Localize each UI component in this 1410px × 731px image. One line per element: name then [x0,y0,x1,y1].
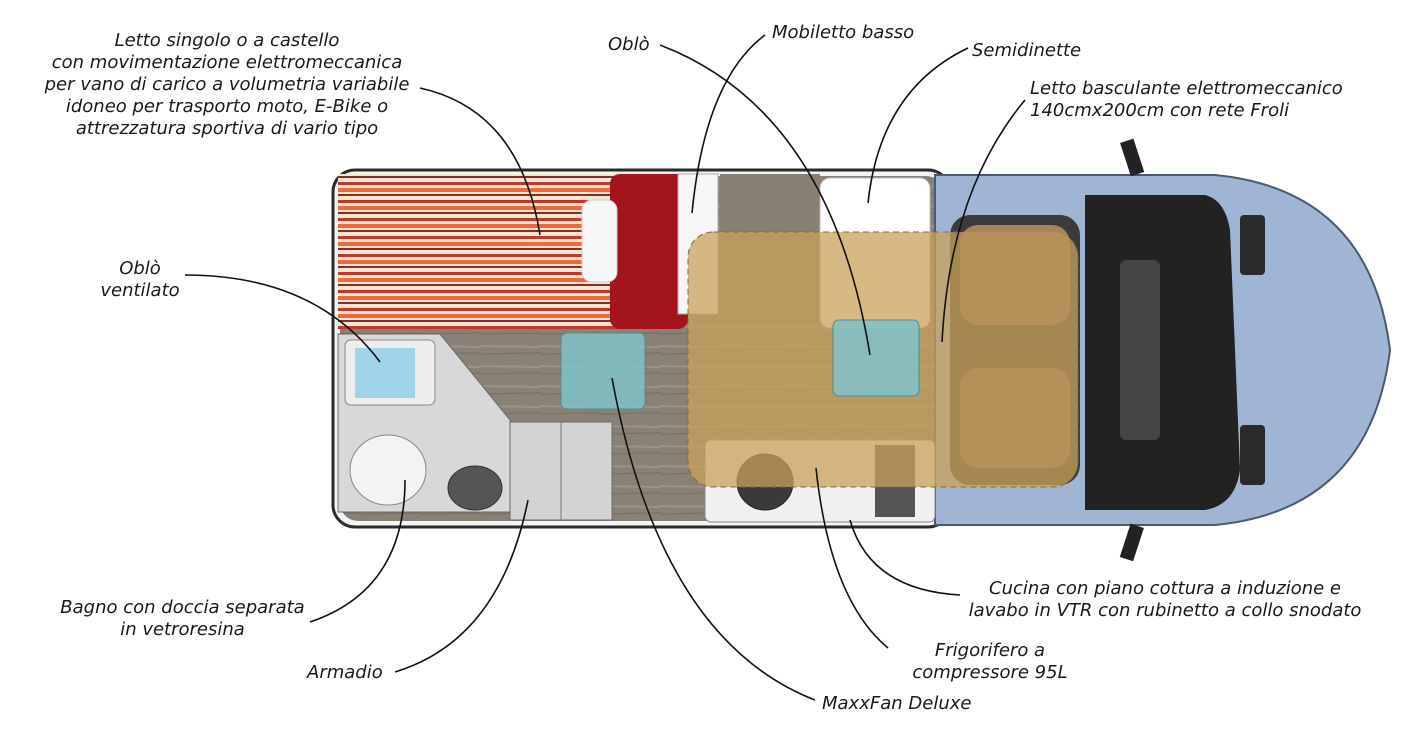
cab-seats [960,225,1070,468]
label-oblo-top: Oblò [608,34,650,55]
label-bed: Letto singolo o a castello con movimenta… [44,30,410,139]
label-bagno: Bagno con doccia separata in vetroresina [60,597,305,640]
label-letto-basculante: Letto basculante elettromeccanico 140cmx… [1030,78,1343,121]
maxxfan-skylight [560,332,646,410]
label-oblo-ventilato: Oblò ventilato [100,258,180,301]
wardrobe [509,421,613,521]
oblo-skylight [832,319,920,397]
label-maxxfan: MaxxFan Deluxe [822,693,972,714]
bathroom [337,333,511,513]
callout-lines [184,34,1026,701]
label-armadio: Armadio [307,662,383,683]
label-semidinette: Semidinette [972,40,1082,61]
label-mobiletto: Mobiletto basso [772,22,915,43]
label-cucina: Cucina con piano cottura a induzione e l… [968,578,1362,621]
rear-bed [338,174,688,329]
label-frigorifero: Frigorifero a compressore 95L [912,640,1068,683]
